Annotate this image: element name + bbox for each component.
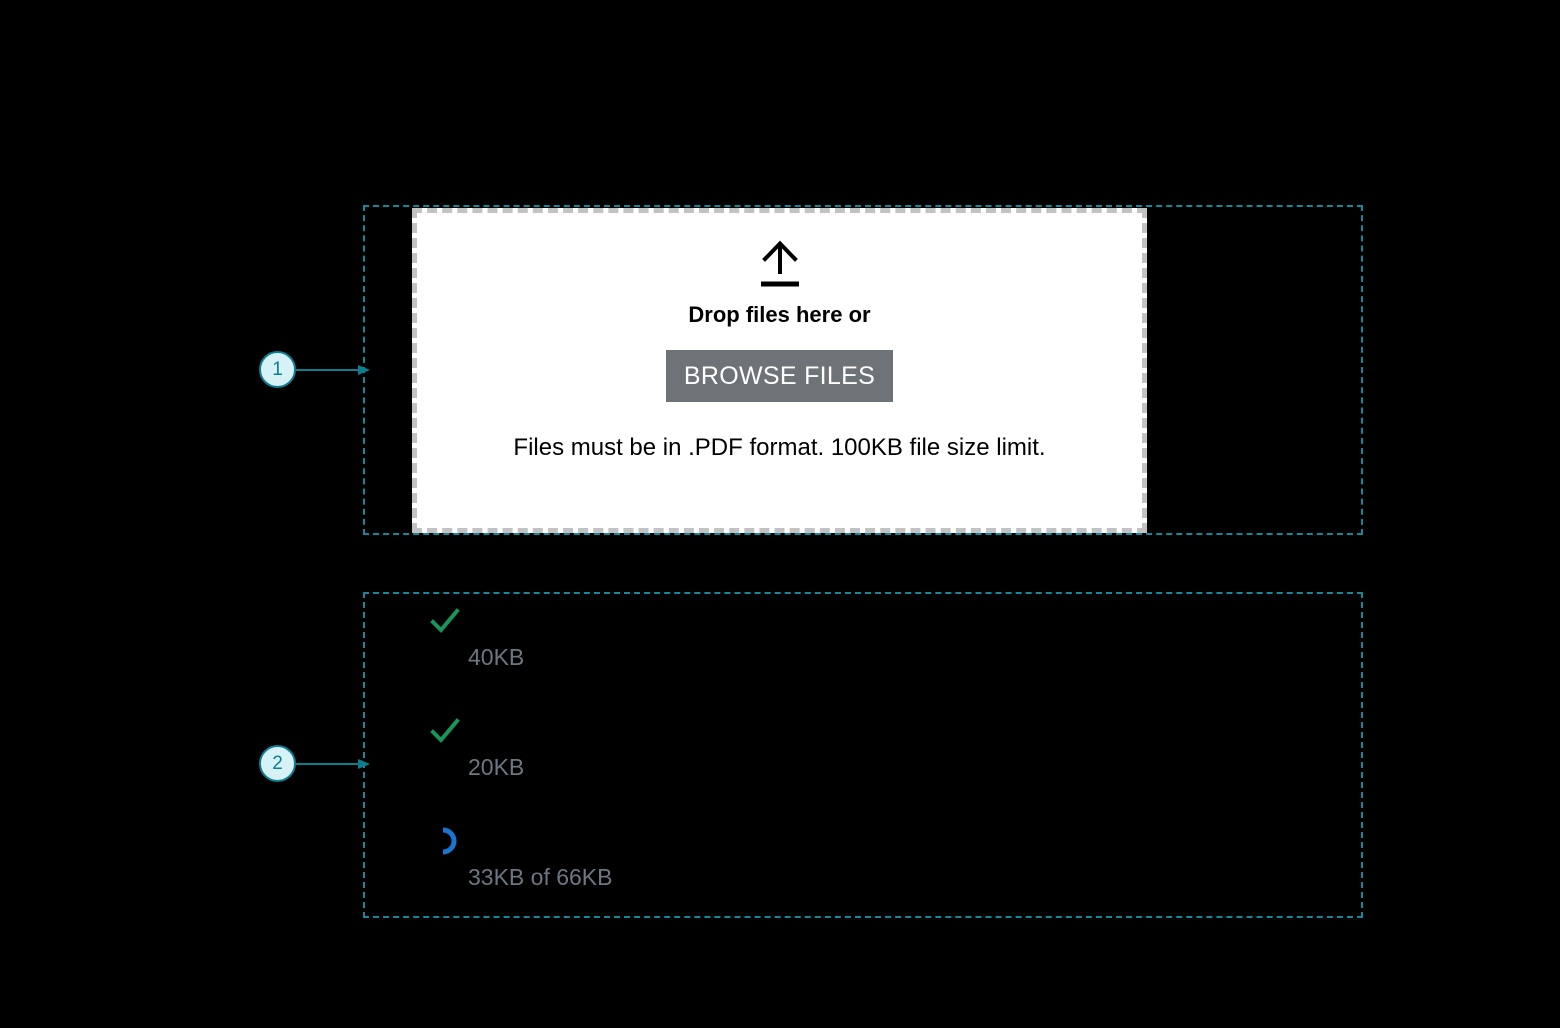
annotation-marker-1-number: 1 [259,351,296,388]
file-list-item[interactable]: 20KB [412,706,1132,816]
check-icon [430,718,460,743]
file-size: 20KB [468,754,525,780]
uploaded-file-list: 40KB 20KB 33KB of 66KB [412,596,1132,926]
dropzone-hint-text: Files must be in .PDF format. 100KB file… [513,434,1046,462]
file-list-item[interactable]: 40KB [412,596,1132,706]
annotation-marker-1: 1 [259,351,372,388]
annotation-marker-2: 2 [259,745,372,782]
file-size: 40KB [468,644,525,670]
file-upload-progress: 33KB of 66KB [468,864,613,890]
spinner-icon [442,827,457,855]
file-dropzone[interactable]: Drop files here or BROWSE FILES Files mu… [412,208,1147,533]
annotation-marker-2-number: 2 [259,745,296,782]
annotation-arrow-2-icon [296,758,370,769]
browse-files-button[interactable]: BROWSE FILES [665,350,894,403]
check-icon [430,608,460,633]
upload-arrow-icon [760,240,799,287]
file-list-item[interactable]: 33KB of 66KB [412,816,1132,926]
annotation-arrow-1-icon [296,364,370,375]
dropzone-title: Drop files here or [688,302,871,327]
